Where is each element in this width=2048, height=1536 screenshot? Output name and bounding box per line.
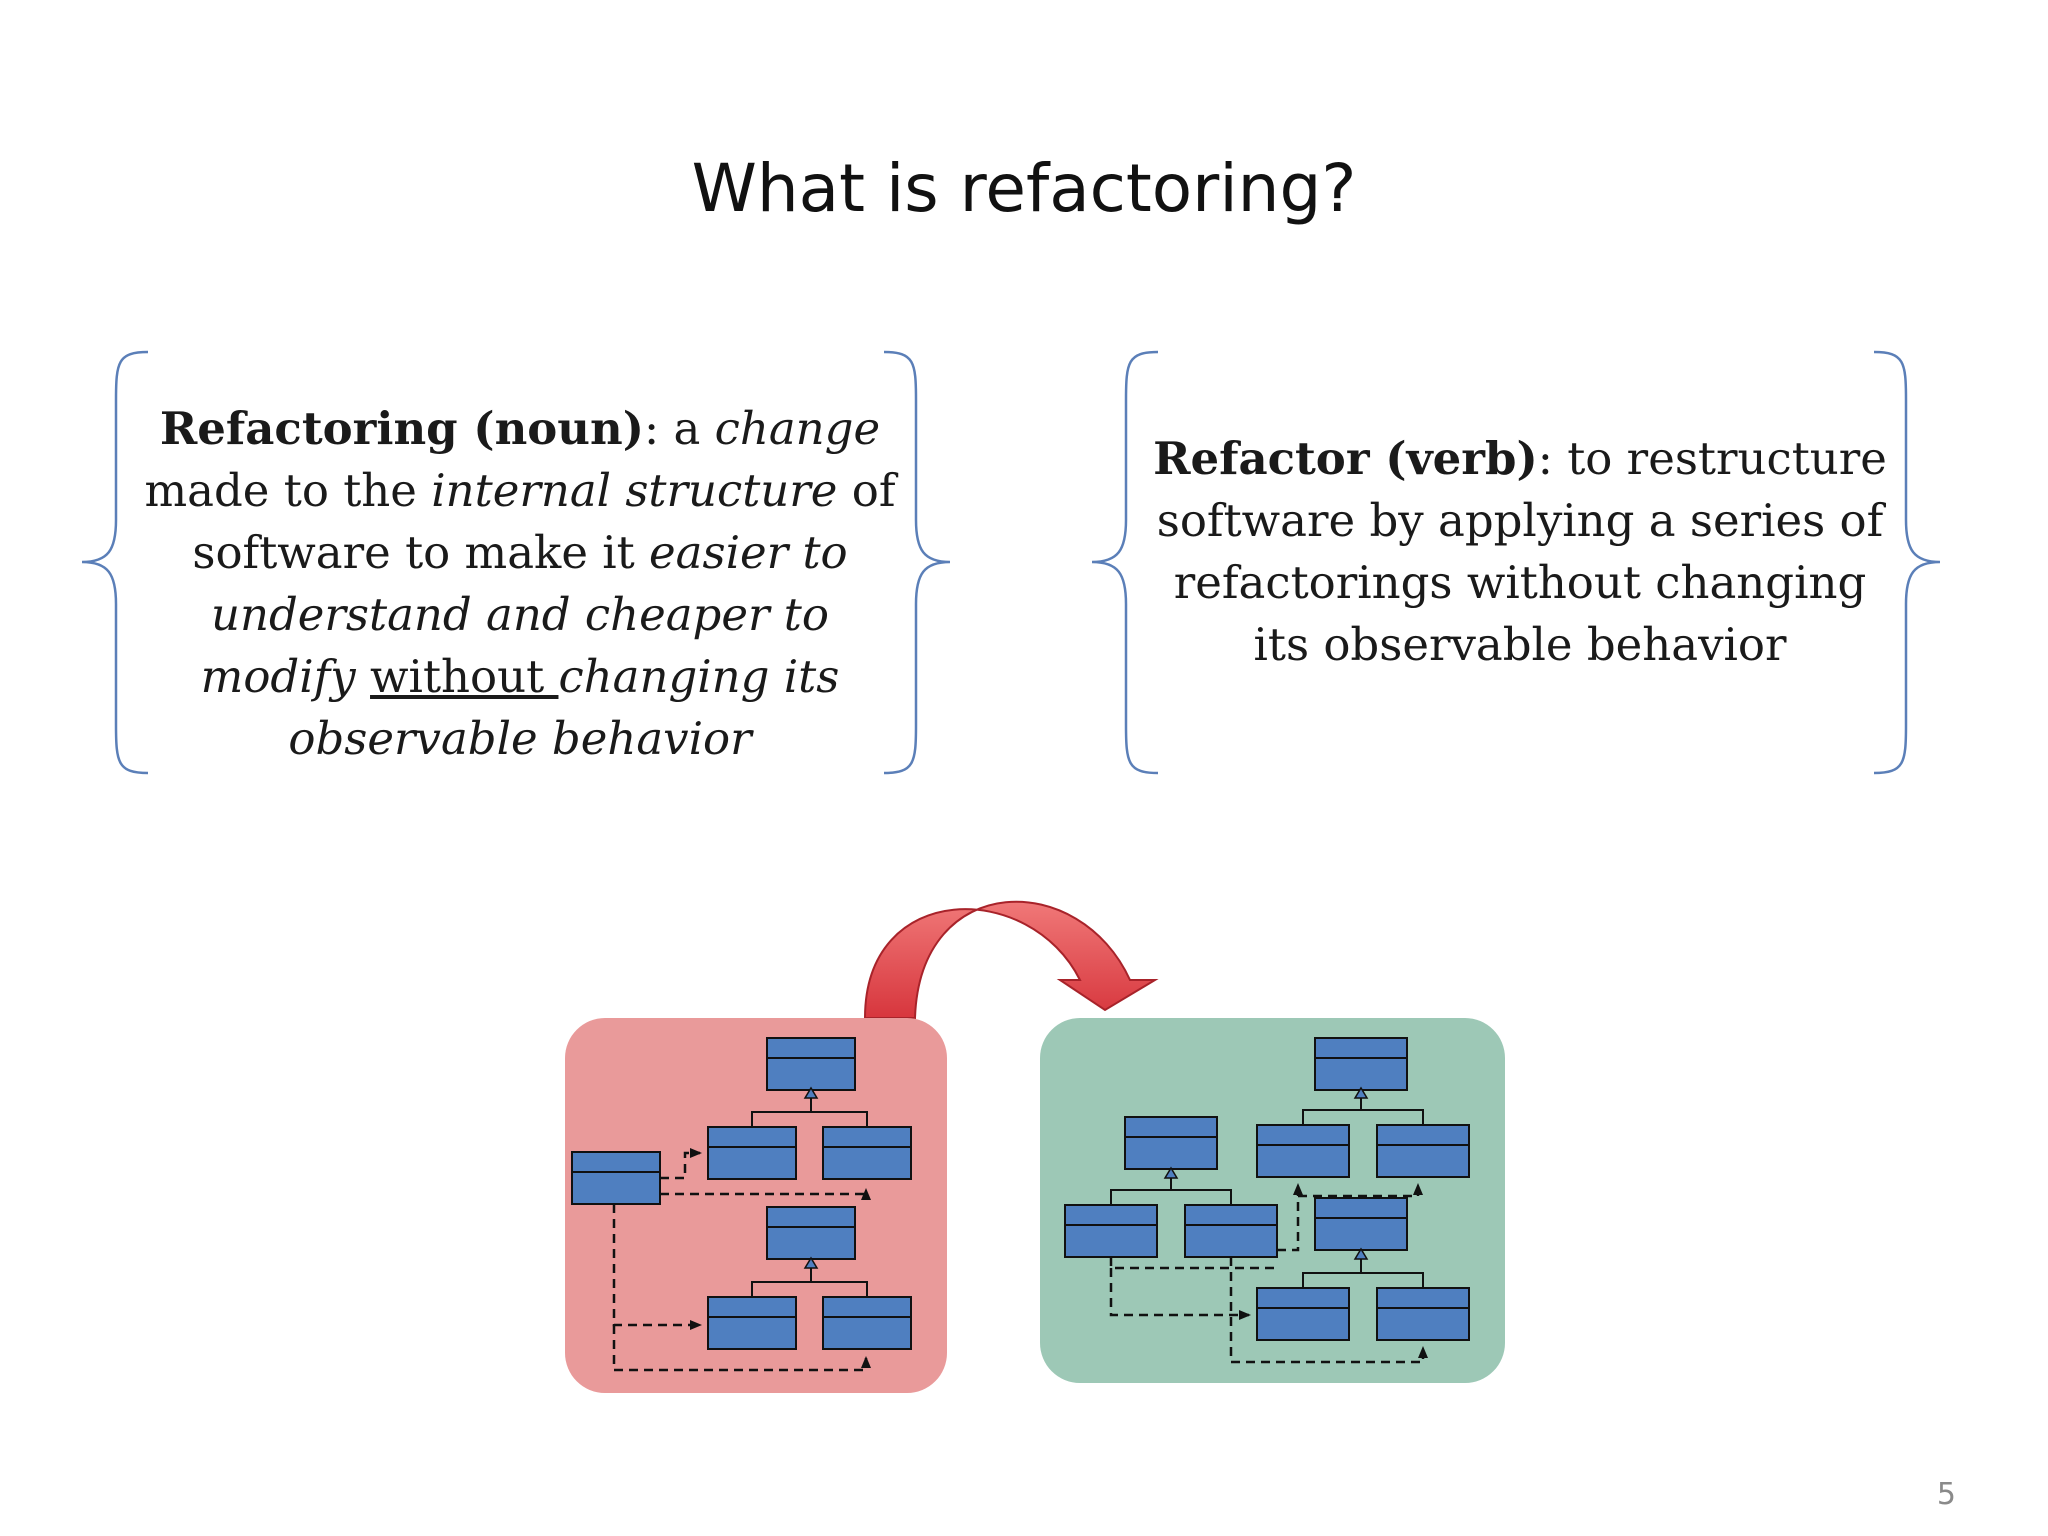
class-box [766, 1206, 856, 1260]
class-box [1376, 1287, 1470, 1341]
verb-text: : to restructure software by applying a … [1156, 432, 1887, 671]
noun-term: Refactoring (noun) [159, 402, 645, 455]
slide-title: What is refactoring? [691, 150, 1357, 227]
left-brace-close [884, 350, 951, 775]
noun-easier: easier to understand and cheaper to modi… [200, 526, 848, 703]
page-number: 5 [1936, 1477, 1956, 1512]
class-box [1314, 1197, 1408, 1251]
before-panel [565, 1018, 947, 1393]
noun-text-2: made to the [144, 464, 432, 517]
refactoring-diagram [565, 900, 1505, 1393]
class-box [571, 1151, 661, 1205]
class-box [1256, 1287, 1350, 1341]
noun-without: without [370, 650, 559, 703]
noun-change: change [714, 402, 881, 455]
noun-internal-structure: internal structure [431, 464, 838, 517]
class-box [1314, 1037, 1408, 1091]
refactoring-noun-definition: Refactoring (noun): a change made to the… [140, 398, 900, 770]
noun-text-1: : a [644, 402, 715, 455]
noun-behavior: changing its observable behavior [288, 650, 840, 765]
after-panel [1040, 1018, 1505, 1383]
class-box [1256, 1124, 1350, 1178]
class-box [1064, 1204, 1158, 1258]
class-box [1184, 1204, 1278, 1258]
class-box [822, 1126, 912, 1180]
verb-term: Refactor (verb) [1153, 432, 1538, 485]
noun-text-3: of software to make it [192, 464, 896, 579]
class-box [822, 1296, 912, 1350]
curved-arrow-icon [863, 900, 1159, 1019]
class-box [707, 1296, 797, 1350]
class-box [766, 1037, 856, 1091]
refactor-verb-definition: Refactor (verb): to restructure software… [1140, 428, 1900, 676]
left-brace-open [81, 350, 148, 775]
right-brace-close [1874, 350, 1941, 775]
class-box [1376, 1124, 1470, 1178]
noun-space [356, 650, 370, 703]
class-box [707, 1126, 797, 1180]
class-box [1124, 1116, 1218, 1170]
right-brace-open [1091, 350, 1158, 775]
